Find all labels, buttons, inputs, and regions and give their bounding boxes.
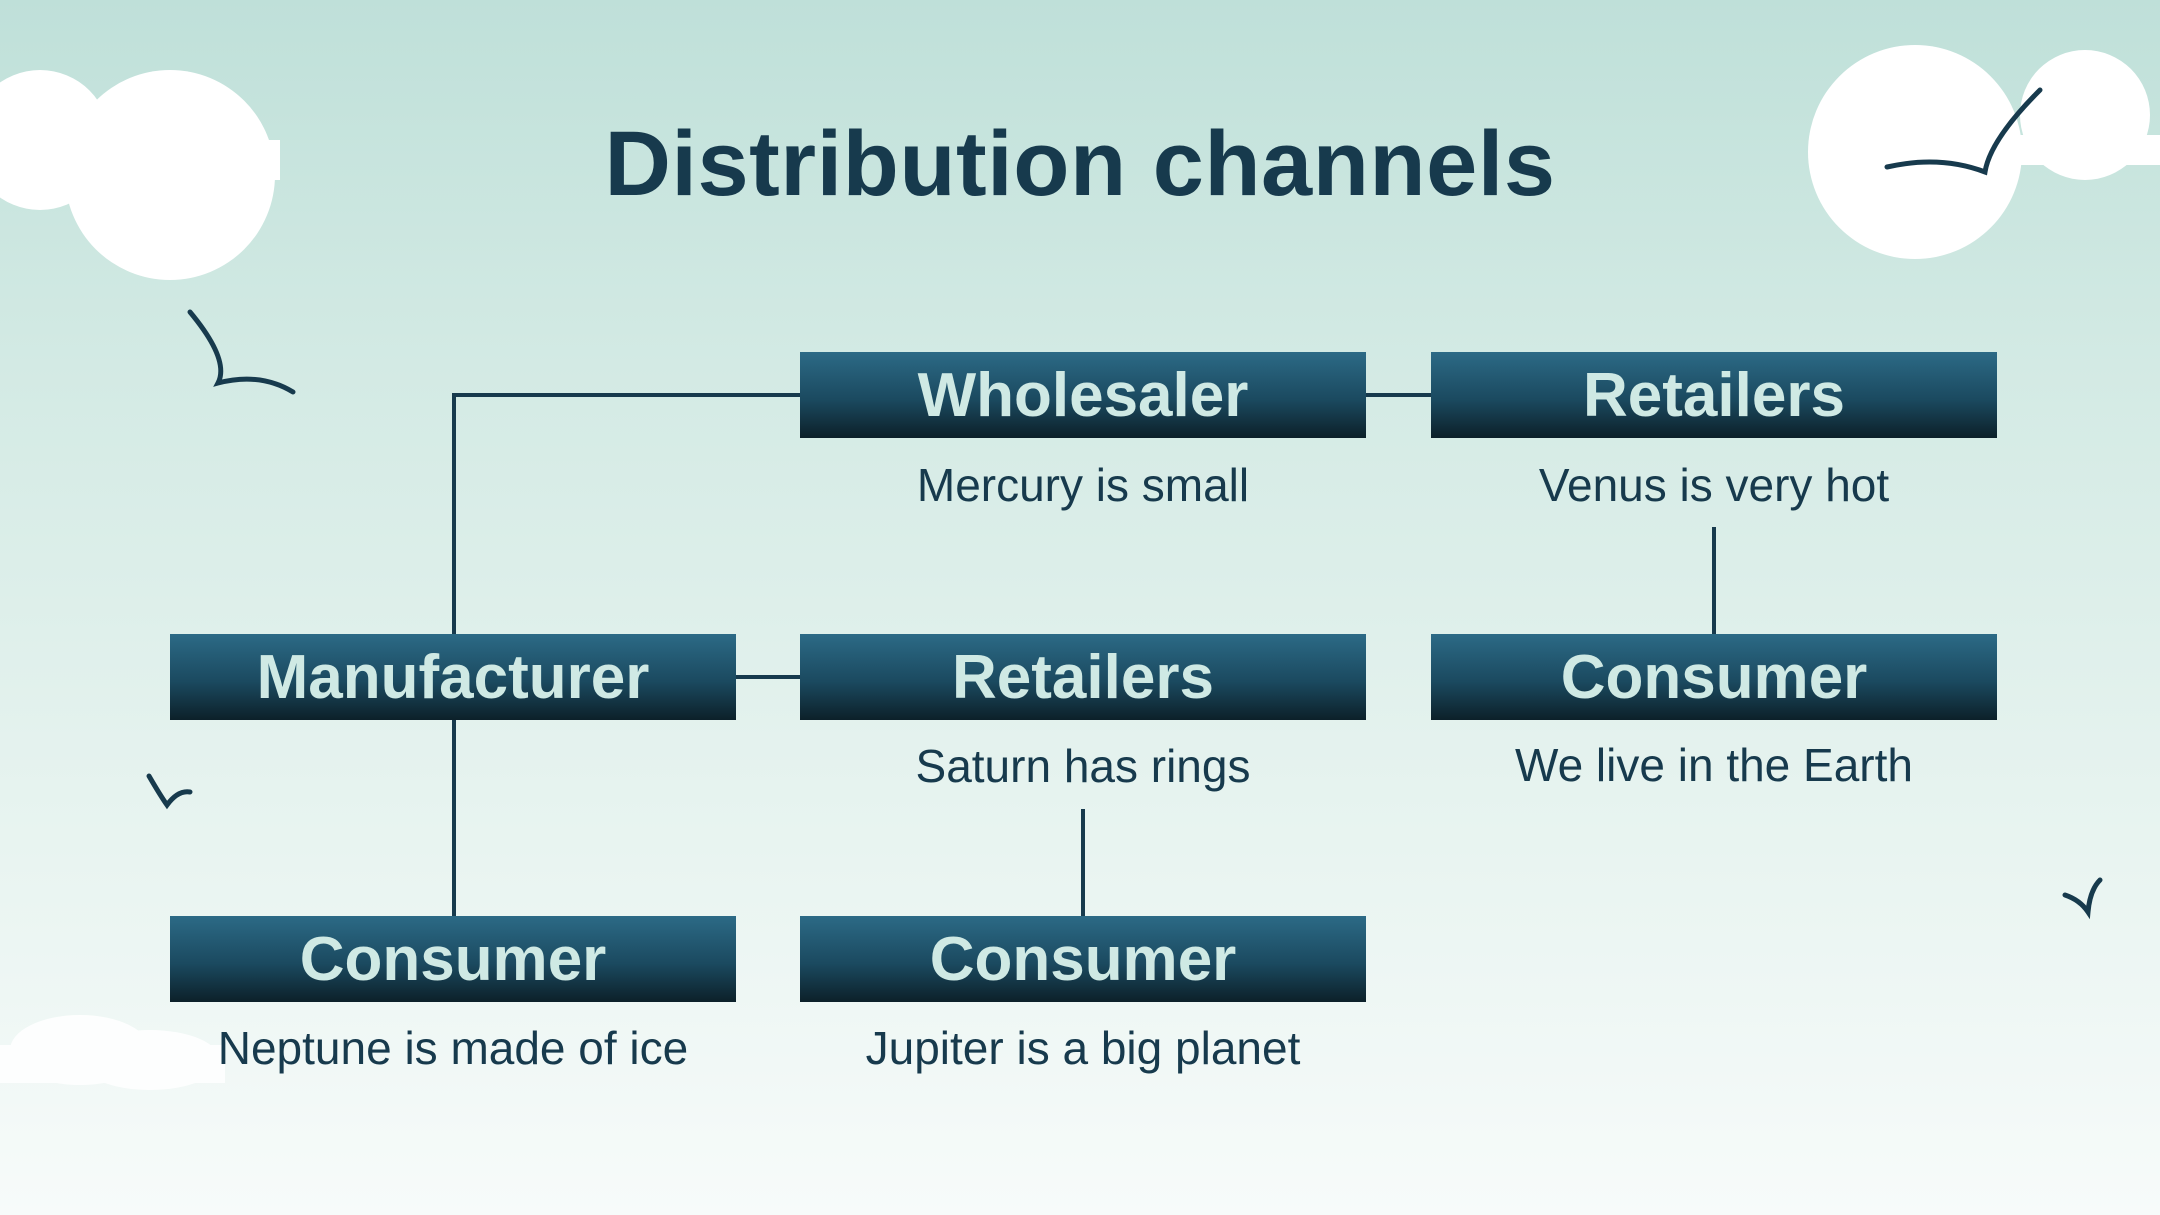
consumer-left-label: Consumer (299, 924, 607, 994)
bird-icon (187, 309, 296, 395)
bird-icon (146, 773, 193, 810)
wholesaler-box[interactable]: Wholesaler (800, 352, 1366, 438)
retailers-mid-description: Saturn has rings (915, 740, 1251, 792)
consumer-right-label: Consumer (1560, 642, 1868, 712)
cloud-top-left (0, 70, 280, 280)
consumer-mid-description: Jupiter is a big planet (865, 1022, 1301, 1074)
cloud-bottom-left (0, 1015, 225, 1090)
consumer-right-box[interactable]: Consumer (1431, 634, 1997, 720)
wholesaler-label: Wholesaler (917, 360, 1249, 430)
retailers-top-description: Venus is very hot (1538, 459, 1890, 511)
consumer-mid-label: Consumer (929, 924, 1237, 994)
retailers-top-label: Retailers (1583, 360, 1845, 430)
wholesaler-description: Mercury is small (916, 459, 1250, 511)
edge-manufacturer-wholesaler (452, 393, 800, 634)
bird-icon (1884, 87, 2043, 176)
consumer-left-box[interactable]: Consumer (170, 916, 736, 1002)
bird-icon (2062, 877, 2103, 920)
page-title: Distribution channels (604, 113, 1556, 215)
manufacturer-box[interactable]: Manufacturer (170, 634, 736, 720)
retailers-top-box[interactable]: Retailers (1431, 352, 1997, 438)
retailers-mid-label: Retailers (952, 642, 1214, 712)
cloud-top-right (1808, 45, 2160, 259)
consumer-left-description: Neptune is made of ice (217, 1022, 689, 1074)
retailers-mid-box[interactable]: Retailers (800, 634, 1366, 720)
consumer-mid-box[interactable]: Consumer (800, 916, 1366, 1002)
consumer-right-description: We live in the Earth (1514, 739, 1913, 791)
manufacturer-label: Manufacturer (256, 642, 650, 712)
